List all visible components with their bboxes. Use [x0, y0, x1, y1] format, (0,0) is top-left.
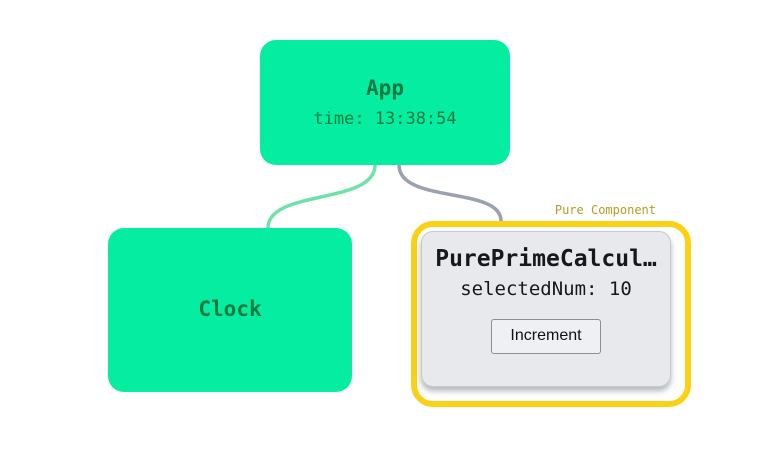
- pure-node-title: PurePrimeCalcul…: [435, 246, 657, 272]
- pure-component-highlight-border: PurePrimeCalcul… selectedNum: 10 Increme…: [411, 221, 691, 407]
- app-node: App time: 13:38:54: [260, 40, 510, 165]
- pure-node-state: selectedNum: 10: [460, 277, 632, 300]
- clock-node-title: Clock: [198, 297, 262, 322]
- edge-app-pureprime: [397, 163, 503, 223]
- app-node-title: App: [366, 75, 404, 100]
- app-node-state: time: 13:38:54: [313, 109, 457, 130]
- pure-component-badge: Pure Component: [554, 203, 656, 217]
- increment-button[interactable]: Increment: [491, 318, 601, 354]
- pure-prime-calculator-node: PurePrimeCalcul… selectedNum: 10 Increme…: [421, 231, 671, 387]
- pure-component-group: Pure Component PurePrimeCalcul… selected…: [411, 203, 691, 407]
- clock-node: Clock: [108, 228, 352, 392]
- edge-app-clock: [266, 163, 377, 230]
